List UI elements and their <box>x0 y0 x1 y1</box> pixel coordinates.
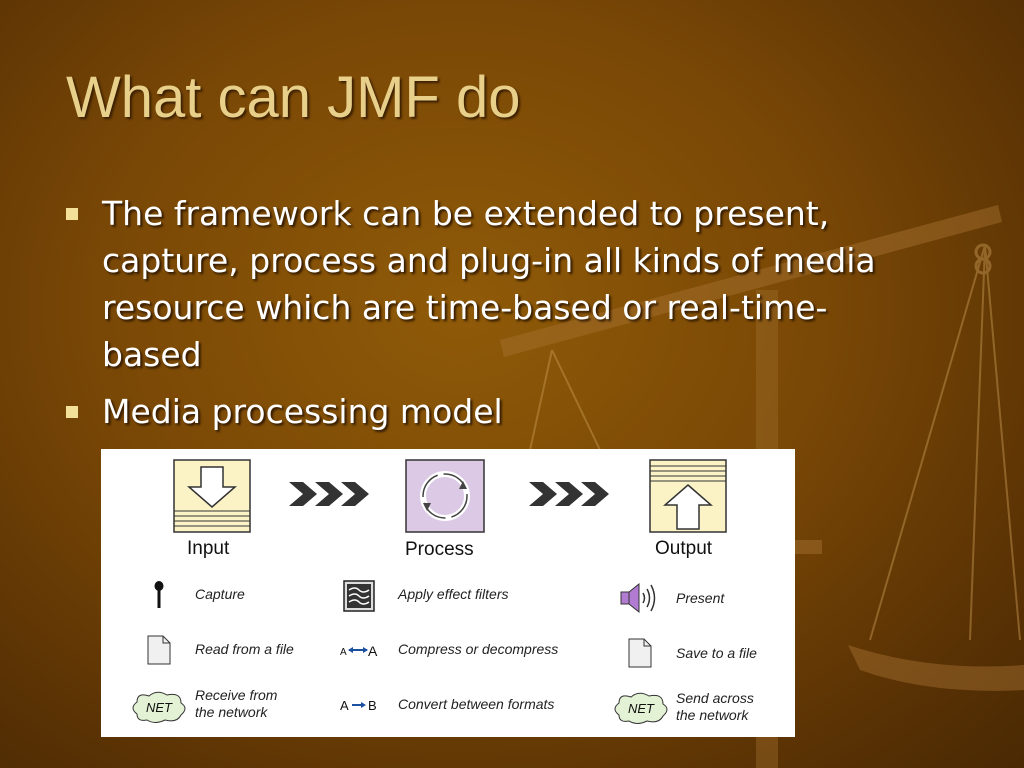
output-stage-icon <box>649 459 727 533</box>
output-stage-label: Output <box>655 538 713 559</box>
file-icon <box>147 635 171 665</box>
item-line: Send across <box>676 690 754 706</box>
item-line: Receive from <box>195 687 278 703</box>
process-item-compress: Compress or decompress <box>398 641 559 657</box>
convert-a: A <box>340 698 349 713</box>
input-item-capture: Capture <box>195 586 245 602</box>
effect-filter-icon <box>343 580 375 612</box>
compress-icon: A A <box>340 643 378 659</box>
net-label: NET <box>628 701 655 716</box>
convert-icon: A B <box>340 698 377 713</box>
bullet-square-icon <box>66 208 78 220</box>
input-item-read-file: Read from a file <box>195 641 294 657</box>
output-item-send-network: Send across the network <box>676 690 754 724</box>
process-stage-icon <box>405 459 485 533</box>
bullet-item: The framework can be extended to present… <box>66 190 916 378</box>
bullet-text: The framework can be extended to present… <box>102 194 876 374</box>
output-item-present: Present <box>676 590 725 606</box>
compress-a-large: A <box>368 643 378 659</box>
media-processing-diagram: Input Process Output Capture R <box>101 449 795 737</box>
speaker-icon <box>620 582 656 614</box>
input-stage-label: Input <box>187 538 230 559</box>
bullet-square-icon <box>66 406 78 418</box>
process-item-convert: Convert between formats <box>398 696 555 712</box>
microphone-icon <box>154 581 164 608</box>
net-cloud-icon: NET <box>132 691 186 723</box>
bullet-list: The framework can be extended to present… <box>66 190 916 445</box>
input-item-receive-network: Receive from the network <box>195 687 277 721</box>
bullet-text: Media processing model <box>102 392 503 431</box>
output-item-save-file: Save to a file <box>676 645 757 661</box>
file-icon <box>628 638 652 668</box>
item-line: the network <box>676 707 749 723</box>
bullet-item: Media processing model <box>66 388 916 435</box>
flow-arrows-icon <box>289 482 369 506</box>
convert-b: B <box>368 698 377 713</box>
process-item-effect-filters: Apply effect filters <box>398 586 509 602</box>
net-cloud-icon: NET <box>614 692 668 724</box>
input-stage-icon <box>173 459 251 533</box>
process-stage-label: Process <box>405 539 474 560</box>
item-line: the network <box>195 704 268 720</box>
slide-title: What can JMF do <box>66 65 521 130</box>
net-label: NET <box>146 700 173 715</box>
compress-a-small: A <box>340 647 347 658</box>
flow-arrows-icon <box>529 482 609 506</box>
